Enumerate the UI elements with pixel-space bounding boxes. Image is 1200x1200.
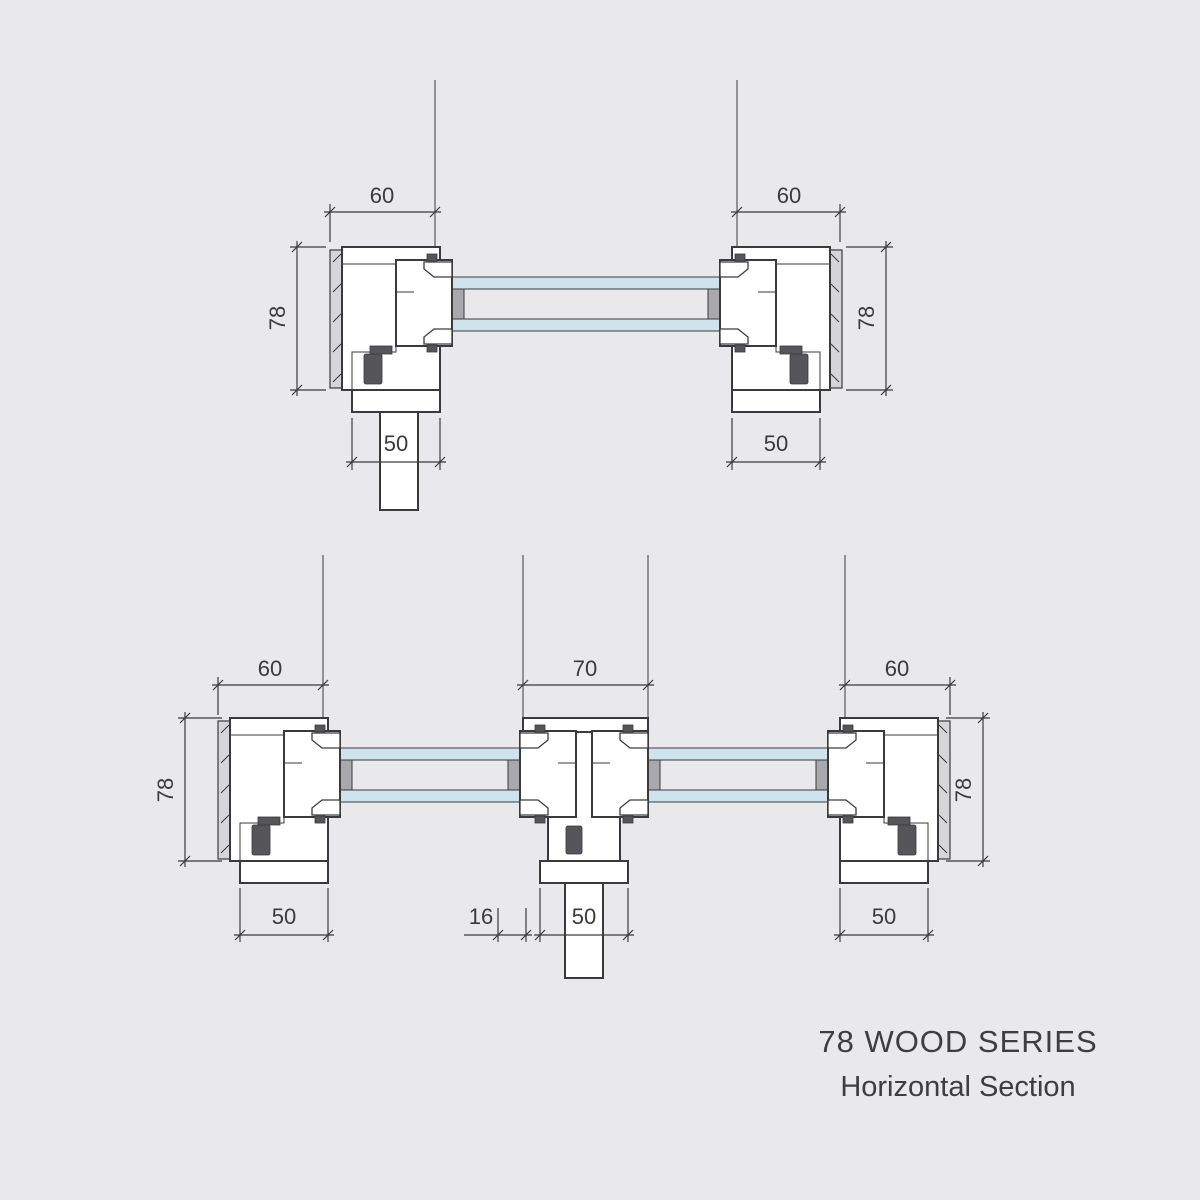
dimension-height-right: 78	[846, 241, 893, 396]
dim-label: 60	[885, 656, 909, 681]
dimension-width-left: 60	[212, 656, 329, 715]
dimension-foot-right: 50	[834, 888, 934, 942]
left-jamb	[330, 247, 452, 412]
dimension-gap-center: 16	[464, 904, 532, 942]
dim-lines	[234, 888, 334, 942]
mullion-sash-left	[519, 724, 577, 824]
glass-pane-inner	[641, 789, 835, 803]
glass-pane-outer	[445, 276, 727, 290]
wall-stem	[379, 411, 419, 511]
dim-label: 50	[764, 431, 788, 456]
dimension-width-center: 70	[517, 656, 654, 691]
glass-pane-inner	[333, 789, 527, 803]
center-mullion	[519, 717, 649, 979]
dimension-height-left: 78	[153, 712, 222, 867]
dim-lines	[464, 908, 532, 942]
dim-lines	[324, 204, 441, 242]
glazing-unit-left	[333, 747, 527, 803]
top-section-drawing: 60 60 78 78 50 50	[265, 80, 893, 511]
section-subtitle: Horizontal Section	[840, 1071, 1075, 1103]
dim-lines	[839, 677, 956, 715]
dim-lines	[290, 241, 326, 396]
dim-lines	[346, 418, 446, 470]
glazing-unit	[445, 276, 727, 332]
dim-label: 50	[872, 904, 896, 929]
dim-label: 78	[854, 306, 879, 330]
series-title: 78 WOOD SERIES	[818, 1024, 1097, 1059]
dim-lines	[726, 418, 826, 470]
dim-label: 78	[153, 778, 178, 802]
dim-lines	[178, 712, 222, 867]
dimension-foot-right: 50	[726, 418, 826, 470]
dim-lines	[517, 679, 654, 691]
dim-label: 60	[777, 183, 801, 208]
right-jamb	[828, 718, 950, 883]
mullion-foot	[539, 860, 629, 884]
dimension-foot-center: 50	[534, 888, 634, 942]
dim-lines	[946, 712, 990, 867]
dim-label: 78	[265, 306, 290, 330]
dim-lines	[212, 677, 329, 715]
dim-lines	[731, 204, 846, 242]
dimension-width-right: 60	[839, 656, 956, 715]
dim-label: 60	[370, 183, 394, 208]
dim-label: 50	[384, 431, 408, 456]
glazing-unit-right	[641, 747, 835, 803]
title-block: 78 WOOD SERIES Horizontal Section	[818, 1024, 1097, 1103]
wall-stem	[564, 882, 604, 979]
bottom-section-drawing: 60 70 60 78 78 50 16 50	[153, 555, 990, 979]
left-jamb	[218, 718, 340, 883]
dim-lines	[534, 888, 634, 942]
dimension-width-right: 60	[731, 183, 846, 242]
dimension-height-left: 78	[265, 241, 326, 396]
dim-label: 78	[951, 778, 976, 802]
dim-label: 70	[573, 656, 597, 681]
dim-label: 50	[272, 904, 296, 929]
dim-lines	[846, 241, 893, 396]
dim-lines	[834, 888, 934, 942]
glass-pane-outer	[333, 747, 527, 761]
dimension-height-right: 78	[946, 712, 990, 867]
dimension-foot-left: 50	[346, 418, 446, 470]
mullion-hardware	[565, 825, 583, 855]
dim-label: 16	[469, 904, 493, 929]
dim-label: 60	[258, 656, 282, 681]
glass-pane-outer	[641, 747, 835, 761]
right-jamb	[720, 247, 842, 412]
dim-label: 50	[572, 904, 596, 929]
dimension-foot-left: 50	[234, 888, 334, 942]
dimension-width-left: 60	[324, 183, 441, 242]
mullion-sash-right	[591, 724, 649, 824]
glass-pane-inner	[445, 318, 727, 332]
